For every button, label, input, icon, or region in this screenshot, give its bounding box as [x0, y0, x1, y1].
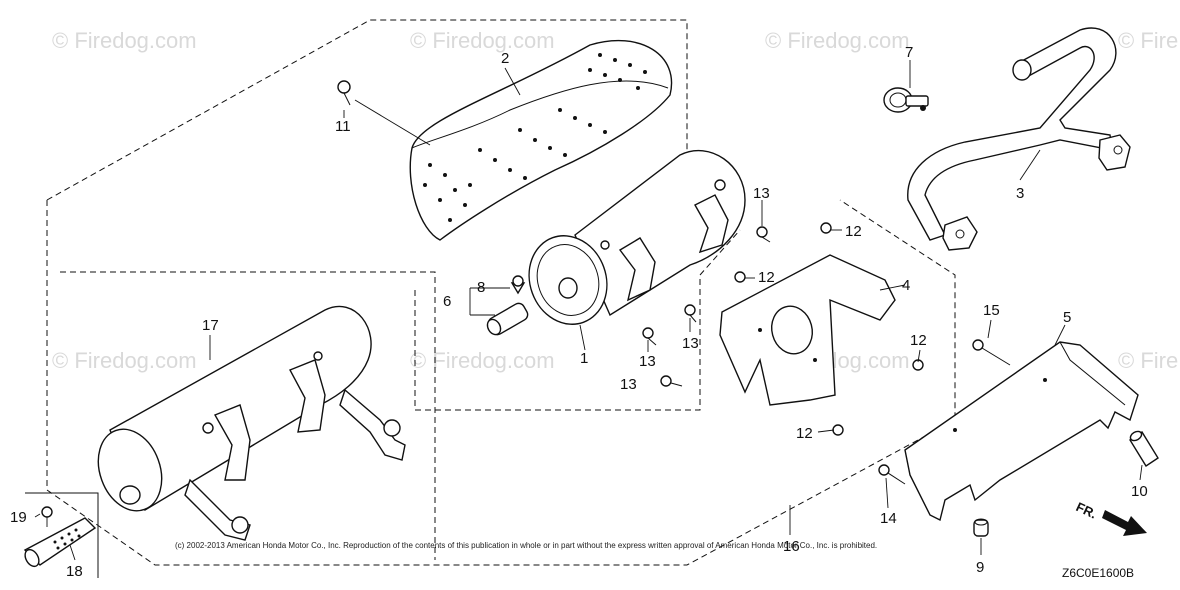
callout-6: 6	[443, 293, 451, 310]
callout-18: 18	[66, 563, 83, 580]
protector-part	[23, 506, 97, 568]
heat-shield-part	[409, 40, 673, 241]
callout-13: 13	[620, 376, 637, 393]
bolt-11	[337, 80, 351, 106]
watermark: © Fire	[1118, 348, 1178, 373]
bolt-14	[878, 464, 906, 485]
watermark: © Firedog.com	[410, 28, 555, 53]
callout-9: 9	[976, 559, 984, 576]
rubber-mount-part	[973, 518, 989, 537]
watermark: © Fire	[1118, 28, 1178, 53]
callout-10: 10	[1131, 483, 1148, 500]
callout-15: 15	[983, 302, 1000, 319]
callout-12: 12	[758, 269, 775, 286]
bolt-13	[684, 304, 697, 323]
bolt-15	[972, 339, 1011, 366]
callout-labels: 1 2 3 4 5 6 7 8 9 10 11 12 12 12 12 13 1…	[10, 44, 1148, 580]
outer-assembly-boundary-top	[46, 19, 688, 201]
callout-11: 11	[335, 118, 351, 135]
callout-17: 17	[202, 317, 219, 334]
callout-19: 19	[10, 509, 27, 526]
callout-13: 13	[639, 353, 656, 370]
callout-5: 5	[1063, 309, 1071, 326]
bolt-13	[756, 226, 771, 243]
exhaust-pipe-part	[907, 27, 1131, 251]
spark-arrester-part	[486, 275, 529, 336]
front-direction-label: FR.	[1074, 499, 1099, 521]
collar-part	[1129, 430, 1159, 467]
muffler-guard-part	[904, 341, 1139, 522]
watermark: © Firedog.com	[410, 348, 555, 373]
clamp-band-part	[883, 87, 929, 113]
arrow-right-icon	[1102, 510, 1147, 536]
outer-assembly-boundary-bottom	[46, 199, 956, 566]
callout-16: 16	[783, 538, 800, 555]
copyright-notice: (c) 2002-2013 American Honda Motor Co., …	[175, 541, 877, 550]
callout-2: 2	[501, 50, 509, 67]
front-direction-indicator: FR.	[1074, 499, 1147, 536]
muffler-bracket-part	[719, 254, 896, 406]
callout-8: 8	[477, 279, 485, 296]
watermark: © Firedog.com	[765, 28, 910, 53]
callout-1: 1	[580, 350, 588, 367]
callout-4: 4	[902, 277, 910, 294]
muffler-body-part	[528, 149, 746, 325]
watermark: © Firedog.com	[52, 348, 197, 373]
muffler-assembly-part	[97, 305, 406, 541]
callout-12: 12	[910, 332, 927, 349]
callout-14: 14	[880, 510, 897, 527]
callout-12: 12	[796, 425, 813, 442]
watermark: © Firedog.com	[52, 28, 197, 53]
bolt-13	[660, 375, 683, 387]
bolt-12	[820, 222, 832, 234]
muffler-17-boundary	[60, 271, 436, 560]
bolt-12	[832, 424, 844, 436]
fastener-group	[337, 80, 1011, 485]
callout-13: 13	[753, 185, 770, 202]
callout-7: 7	[905, 44, 913, 61]
inner-assembly-boundary	[414, 229, 741, 411]
bolt-12	[734, 271, 746, 283]
callout-13: 13	[682, 335, 699, 352]
assembly-boundaries	[25, 19, 956, 578]
callout-12: 12	[845, 223, 862, 240]
leader-lines	[34, 60, 1143, 561]
protector-18-bracket	[25, 492, 99, 578]
bolt-13	[642, 327, 657, 346]
diagram-code: Z6C0E1600B	[1062, 566, 1134, 580]
watermark-layer: © Firedog.com © Firedog.com © Firedog.co…	[52, 28, 1178, 373]
callout-3: 3	[1016, 185, 1024, 202]
